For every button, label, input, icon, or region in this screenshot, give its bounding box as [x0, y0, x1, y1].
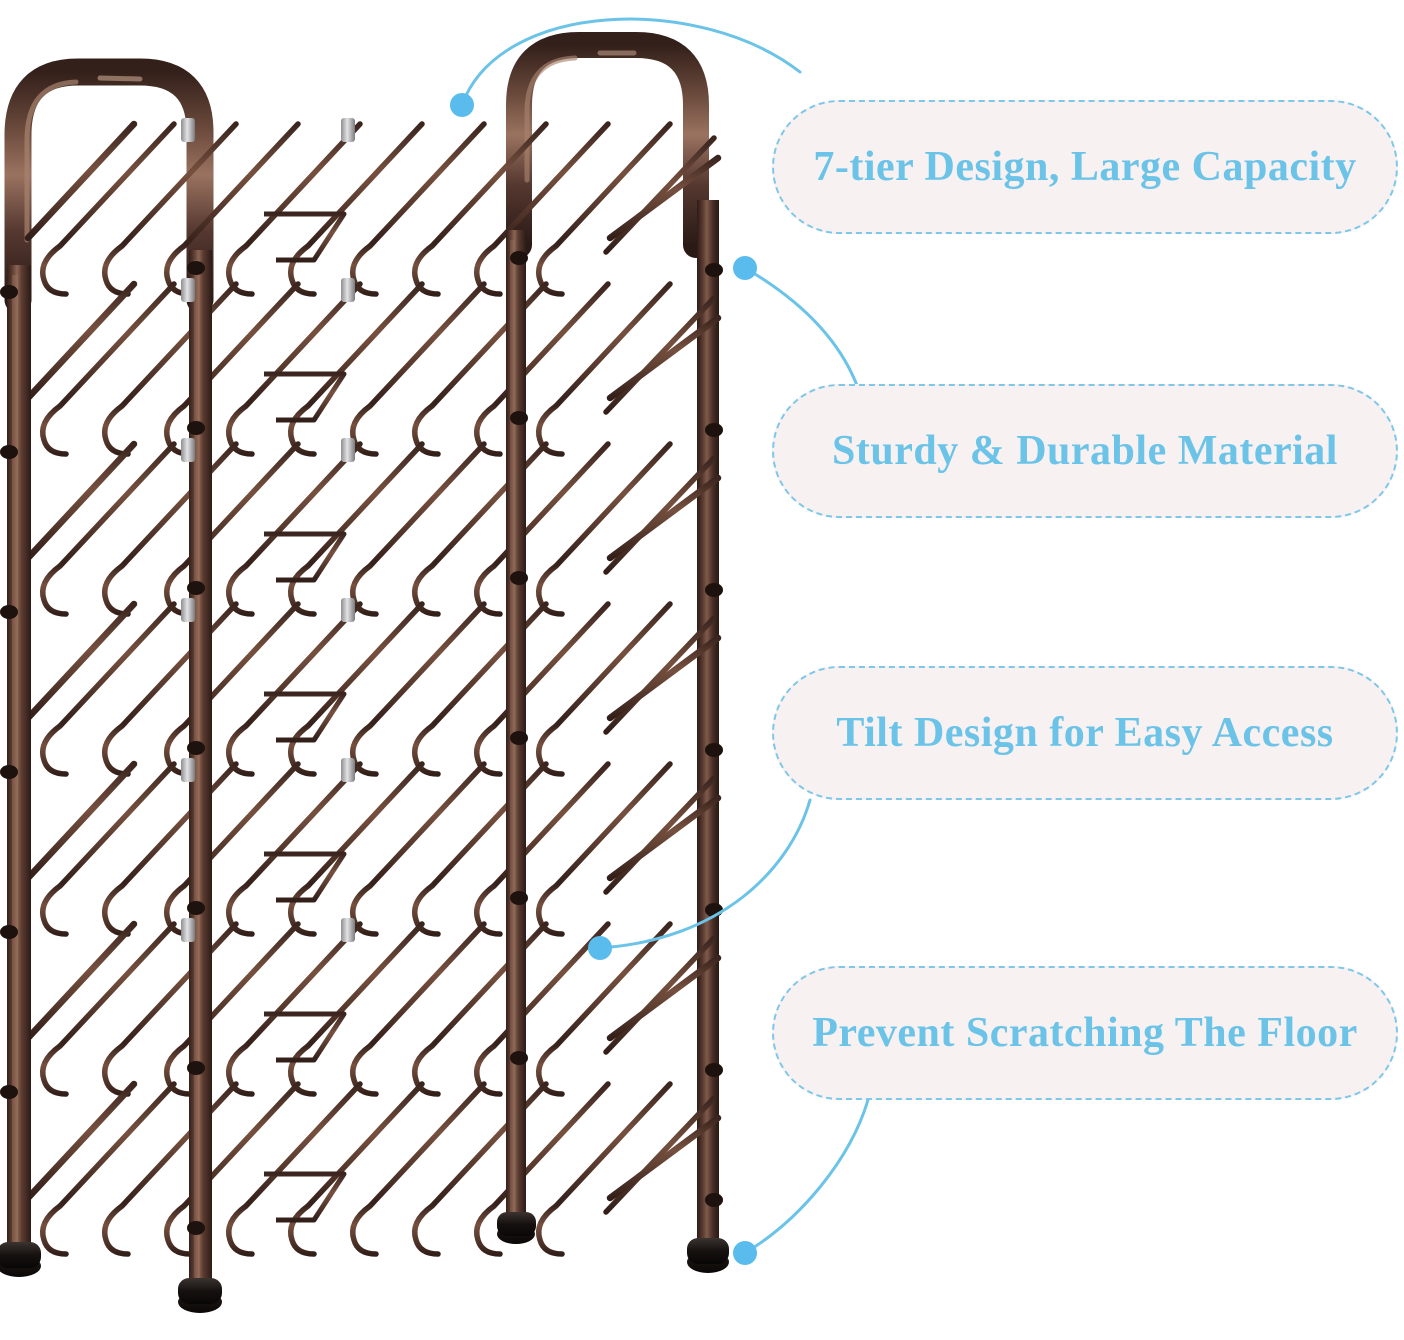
rack-post-inner-left	[178, 250, 222, 1313]
tier-4	[28, 602, 718, 774]
rack-handle-rear	[506, 32, 709, 258]
tier-7	[28, 1082, 718, 1254]
callout-box-4: Prevent Scratching The Floor	[772, 966, 1398, 1100]
tier-1	[28, 122, 718, 294]
callout-box-1: 7-tier Design, Large Capacity	[772, 100, 1398, 234]
callout-box-3: Tilt Design for Easy Access	[772, 666, 1398, 800]
rack-tiers	[28, 122, 718, 1254]
callout-label-2: Sturdy & Durable Material	[832, 428, 1338, 474]
rack-post-mid	[497, 230, 536, 1244]
tier-clips	[181, 118, 355, 942]
tier-3	[28, 442, 718, 614]
rack-handle-front	[4, 58, 214, 314]
tier-6	[28, 922, 718, 1094]
rack-post-rear-right	[687, 200, 729, 1273]
tier-5	[28, 762, 718, 934]
tier-2	[28, 282, 718, 454]
callout-box-2: Sturdy & Durable Material	[772, 384, 1398, 518]
callout-label-1: 7-tier Design, Large Capacity	[813, 144, 1357, 190]
callout-label-3: Tilt Design for Easy Access	[836, 710, 1334, 756]
callout-label-4: Prevent Scratching The Floor	[812, 1010, 1358, 1056]
rack-post-front-left	[0, 265, 41, 1277]
